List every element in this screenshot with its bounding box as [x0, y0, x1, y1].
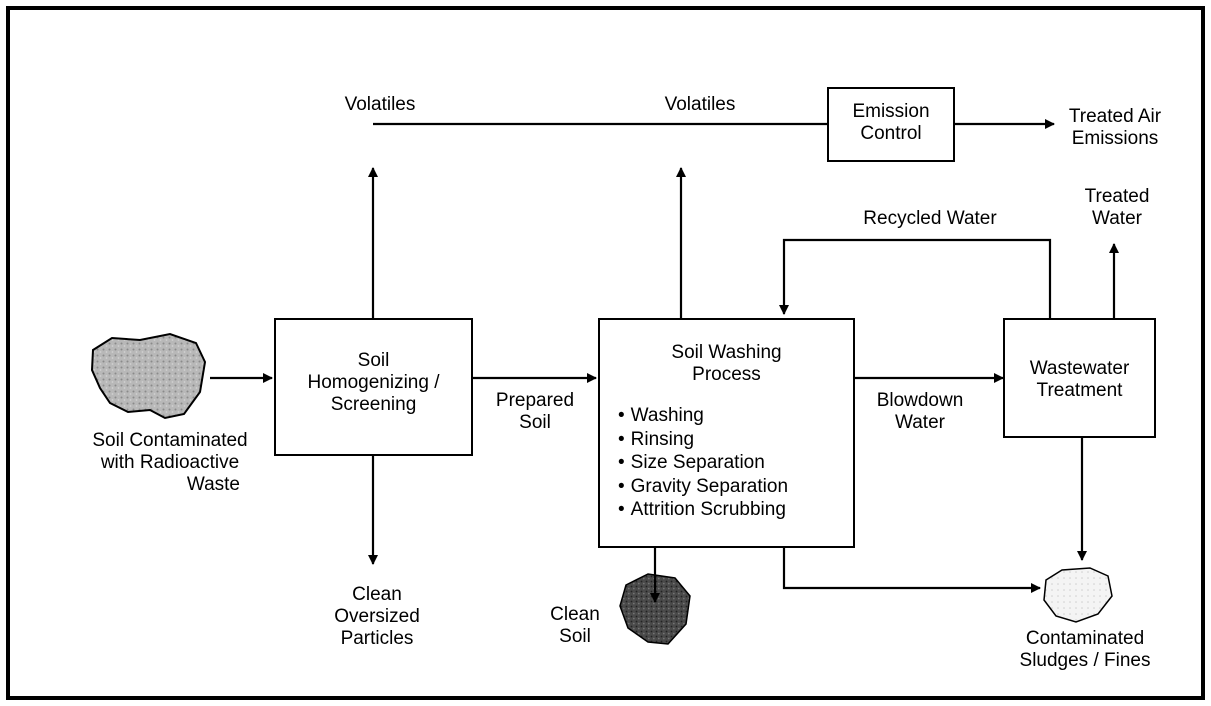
clean-soil-label: Clean Soil: [530, 604, 620, 648]
volatiles-label-1: Volatiles: [344, 94, 416, 115]
treated-water-label: Treated Water: [1062, 186, 1172, 230]
clean-soil-line2: Soil: [559, 626, 591, 647]
diagram-frame: [6, 6, 1205, 700]
step-washing: Washing: [618, 404, 788, 428]
homogenizing-line1: Soil: [357, 350, 390, 371]
emission-control-box: Emission Control: [827, 87, 955, 162]
washing-to-sludges-line: [782, 548, 1041, 593]
sludges-line1: Contaminated: [1025, 628, 1145, 649]
soil-input-line3: Waste: [186, 474, 240, 495]
recycled-water-label: Recycled Water: [863, 208, 997, 229]
contaminated-soil-icon: [90, 332, 207, 420]
emission-line1: Emission: [852, 101, 930, 122]
prepared-soil-label: Prepared Soil: [480, 390, 590, 434]
recycled-water-line: [779, 238, 1052, 318]
wastewater-treatment-box: Wastewater Treatment: [1003, 318, 1156, 438]
step-rinsing: Rinsing: [618, 428, 788, 452]
volatiles-label-2: Volatiles: [664, 94, 736, 115]
treated-water-line1: Treated: [1084, 186, 1150, 207]
clean-soil-line1: Clean: [550, 604, 600, 625]
wastewater-line1: Wastewater: [1029, 358, 1130, 379]
homogenizing-line3: Screening: [330, 394, 417, 415]
oversized-line3: Particles: [340, 628, 414, 649]
soil-input-label: Soil Contaminated with Radioactive Waste: [60, 430, 280, 496]
treated-water-line2: Water: [1092, 208, 1142, 229]
step-size-separation: Size Separation: [618, 451, 788, 475]
clean-oversized-label: Clean Oversized Particles: [322, 584, 432, 650]
blowdown-line2: Water: [895, 412, 945, 433]
blowdown-water-label: Blowdown Water: [860, 390, 980, 434]
soil-washing-process-box: Soil Washing Process Washing Rinsing Siz…: [598, 318, 855, 548]
oversized-line2: Oversized: [334, 606, 420, 627]
prepared-soil-line1: Prepared: [495, 390, 575, 411]
treated-air-line2: Emissions: [1071, 128, 1159, 149]
sludges-line2: Sludges / Fines: [1019, 650, 1151, 671]
soil-washing-line1: Soil Washing: [671, 342, 782, 363]
treated-air-line1: Treated Air: [1068, 106, 1162, 127]
blowdown-line1: Blowdown: [876, 390, 964, 411]
sludge-icon: [1043, 567, 1113, 623]
step-attrition-scrubbing: Attrition Scrubbing: [618, 498, 788, 522]
homogenizing-line2: Homogenizing /: [307, 372, 440, 393]
soil-input-line1: Soil Contaminated: [92, 430, 248, 451]
washing-steps-list: Washing Rinsing Size Separation Gravity …: [618, 404, 788, 522]
emission-line2: Control: [860, 123, 922, 144]
oversized-line1: Clean: [352, 584, 402, 605]
sludges-label: Contaminated Sludges / Fines: [1000, 628, 1170, 672]
homogenizing-screening-box: Soil Homogenizing / Screening: [274, 318, 473, 456]
treated-air-label: Treated Air Emissions: [1050, 106, 1180, 150]
wastewater-line2: Treatment: [1036, 380, 1123, 401]
clean-soil-icon: [619, 573, 691, 645]
soil-input-line2: with Radioactive: [100, 452, 240, 473]
prepared-soil-line2: Soil: [519, 412, 551, 433]
step-gravity-separation: Gravity Separation: [618, 475, 788, 499]
soil-washing-line2: Process: [692, 364, 761, 385]
